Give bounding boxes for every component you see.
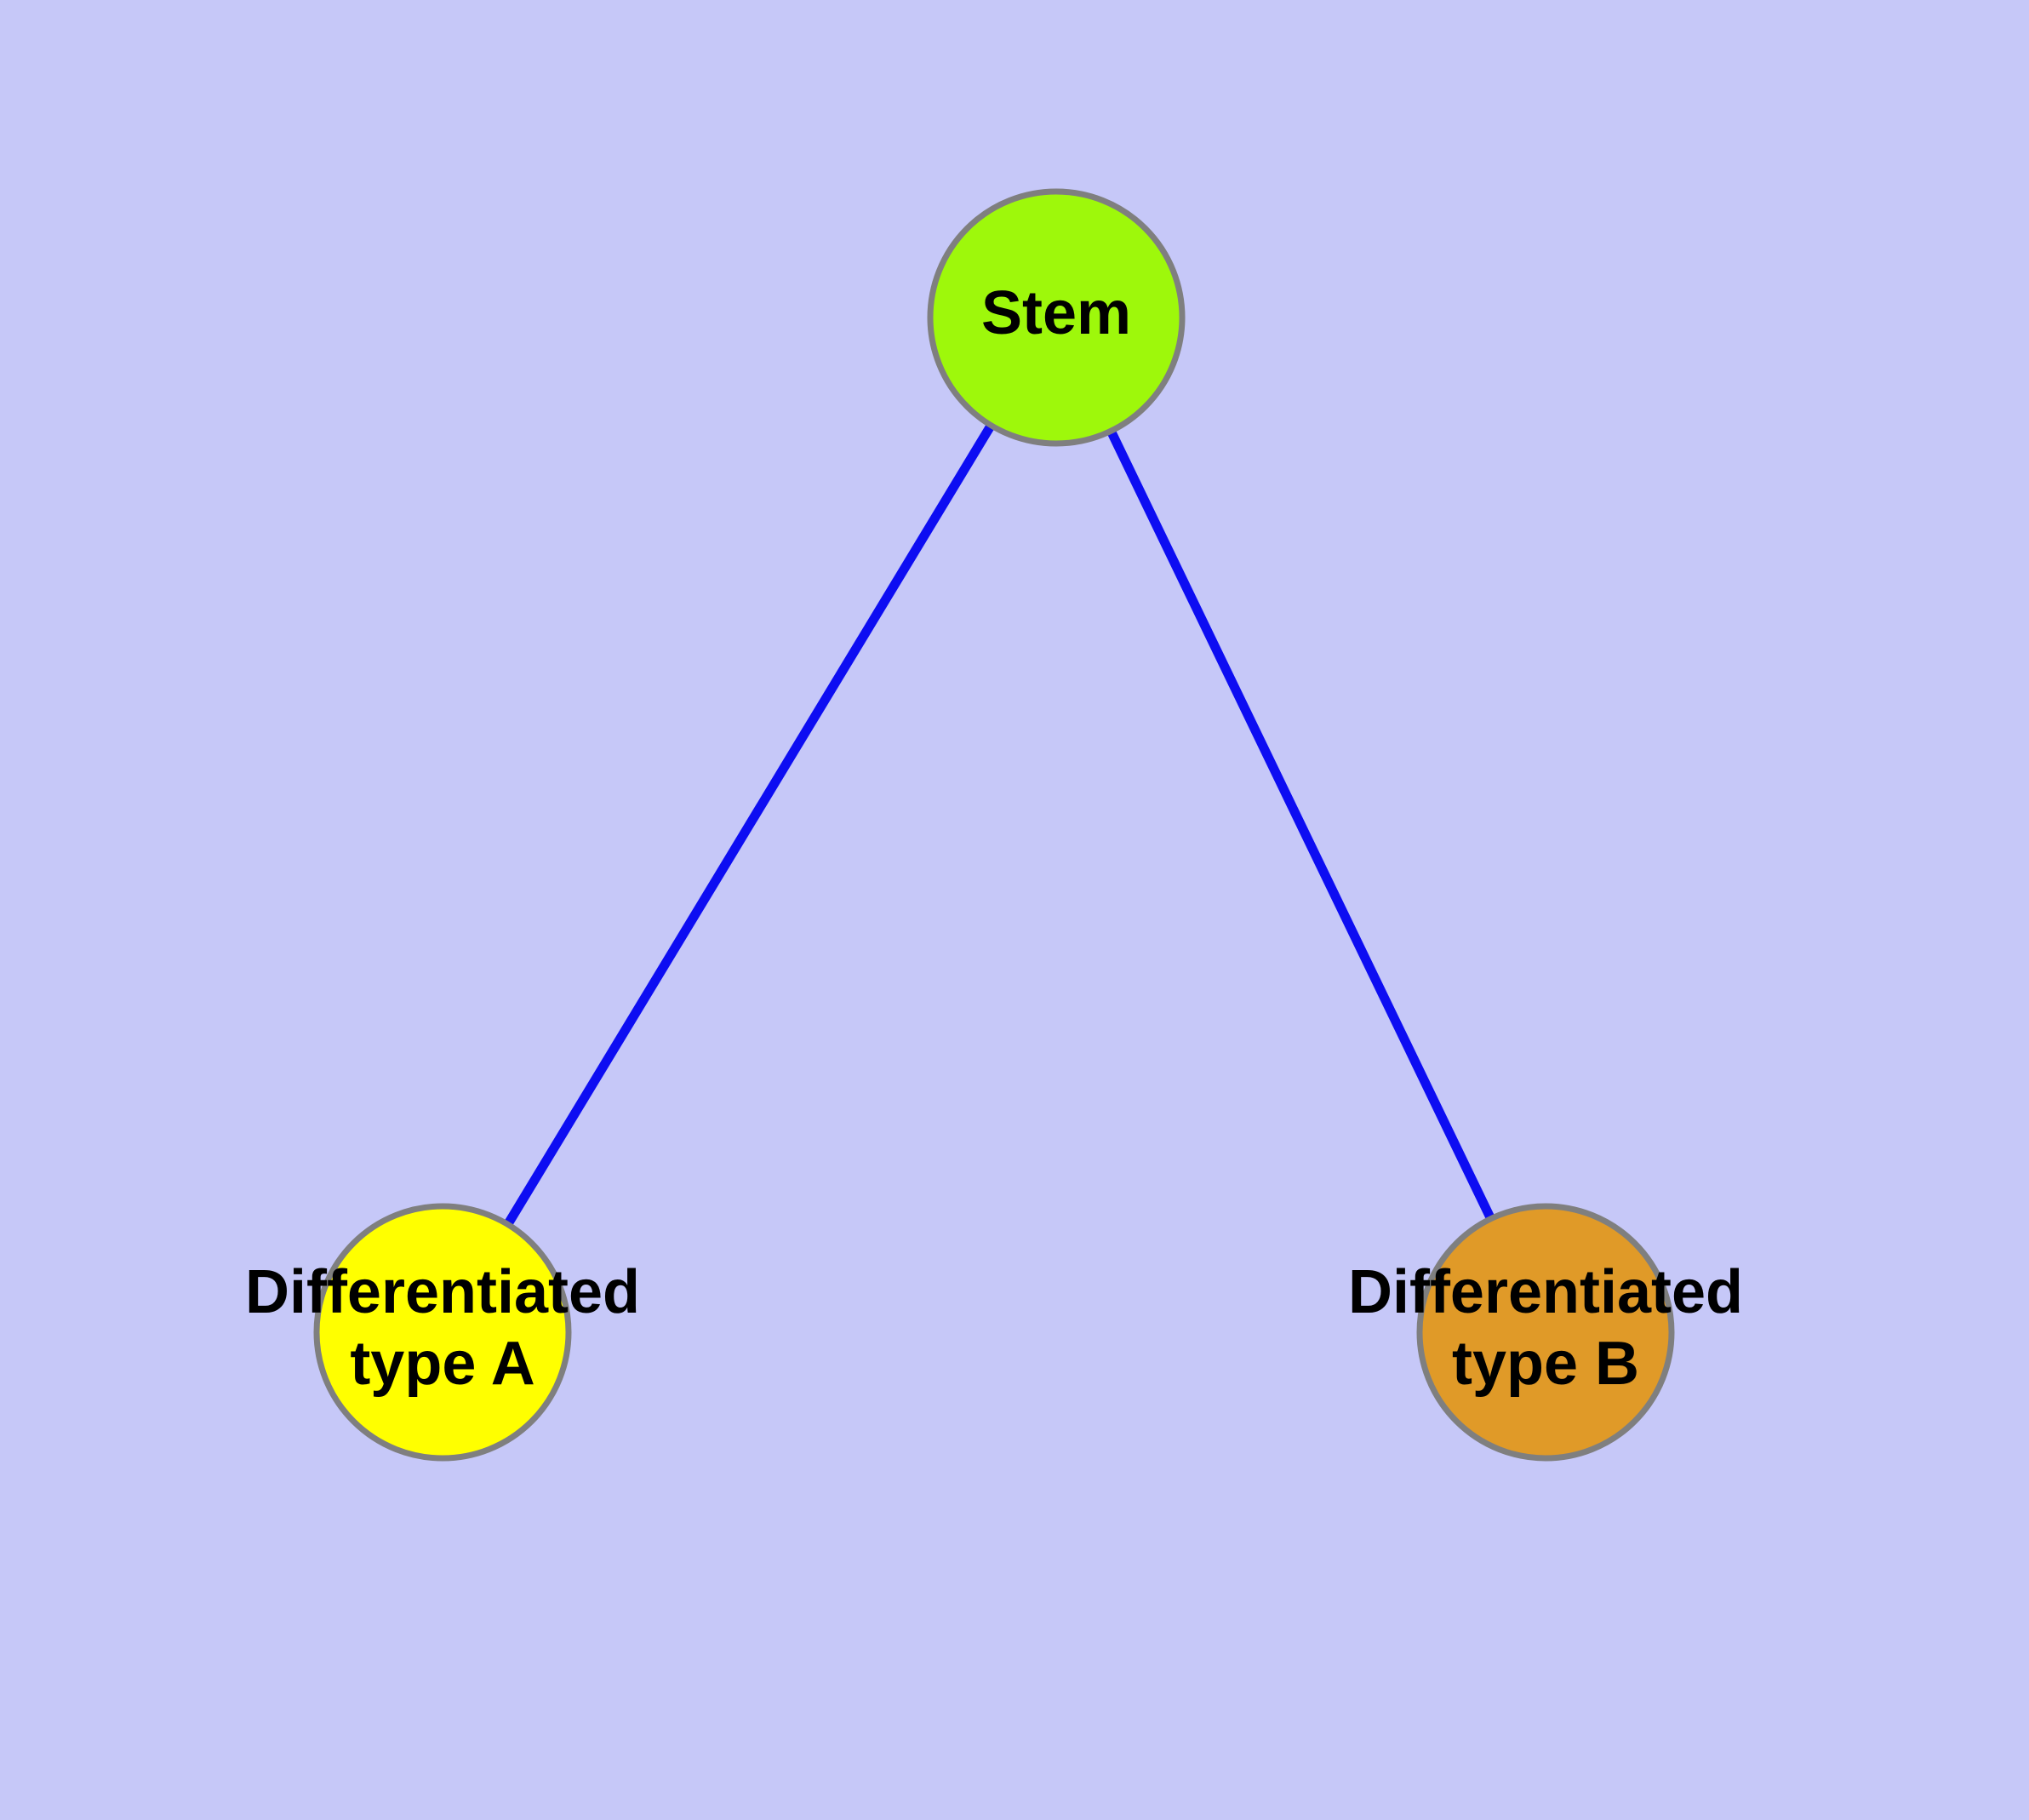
node-stem[interactable]: Stem	[927, 188, 1186, 447]
node-circle-stem[interactable]	[927, 188, 1186, 447]
node-label-line: type A	[350, 1330, 534, 1398]
edge-stem-diff-b[interactable]	[1107, 430, 1495, 1220]
node-label-line: Differentiated	[1348, 1258, 1743, 1326]
node-circle-diff-b[interactable]	[1416, 1203, 1675, 1462]
edges-layer	[504, 424, 1495, 1226]
edge-stem-diff-a[interactable]	[504, 424, 995, 1226]
node-label-line: Stem	[981, 279, 1131, 347]
node-label-stem: Stem	[981, 279, 1131, 347]
node-label-line: Differentiated	[245, 1258, 640, 1326]
node-circle-diff-a[interactable]	[313, 1203, 572, 1462]
node-label-line: type B	[1452, 1330, 1639, 1398]
